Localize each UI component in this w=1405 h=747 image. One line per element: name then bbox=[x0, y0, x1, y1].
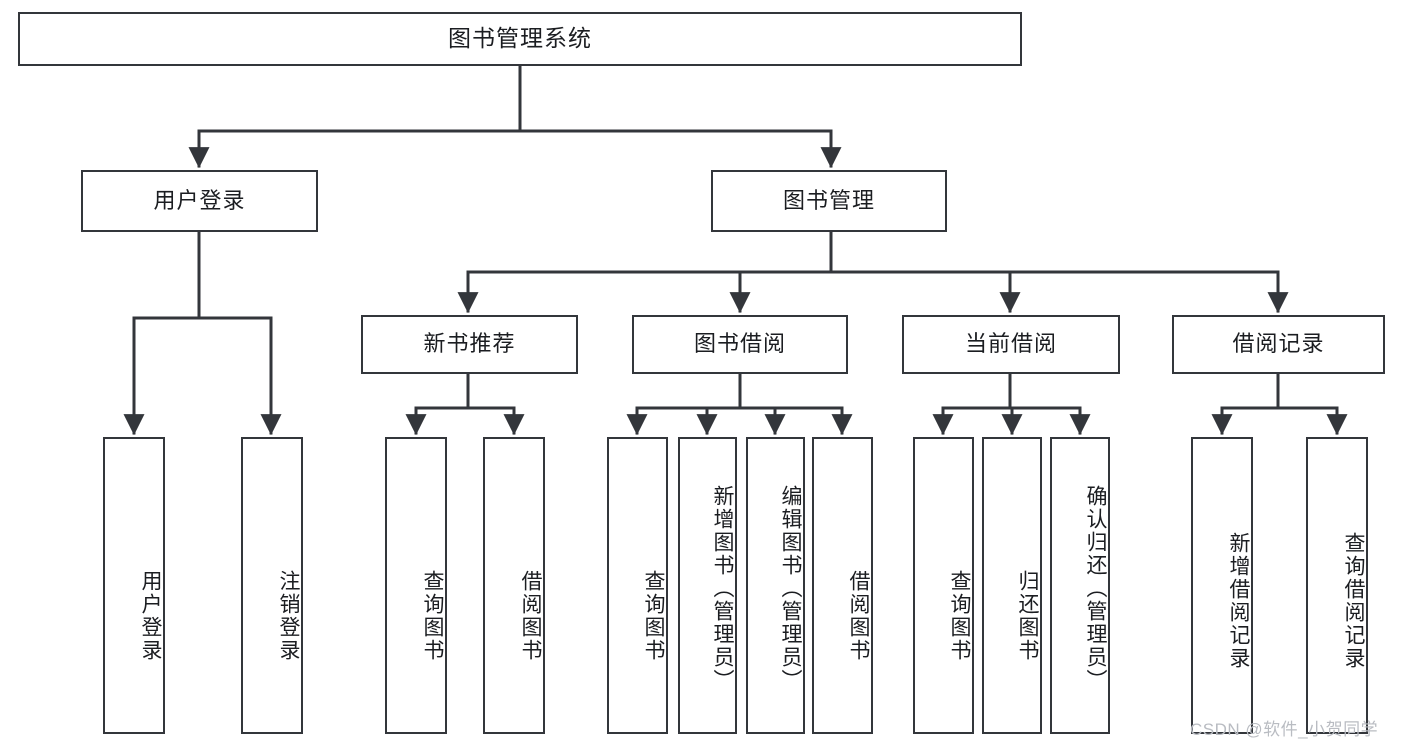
node-leaf-query-book-1[interactable]: 查询图书 bbox=[385, 437, 447, 734]
node-leaf-add-record[interactable]: 新增借阅记录 bbox=[1191, 437, 1253, 734]
node-leaf-user-login[interactable]: 用户登录 bbox=[103, 437, 165, 734]
node-leaf-add-book[interactable]: 新增图书（管理员） bbox=[678, 437, 737, 734]
node-leaf-return-book[interactable]: 归还图书 bbox=[982, 437, 1042, 734]
node-user-login[interactable]: 用户登录 bbox=[81, 170, 318, 232]
node-new-book-recommend[interactable]: 新书推荐 bbox=[361, 315, 578, 374]
node-borrow-record[interactable]: 借阅记录 bbox=[1172, 315, 1385, 374]
node-book-manage[interactable]: 图书管理 bbox=[711, 170, 947, 232]
node-leaf-borrow-book-1[interactable]: 借阅图书 bbox=[483, 437, 545, 734]
node-leaf-query-record[interactable]: 查询借阅记录 bbox=[1306, 437, 1368, 734]
node-root[interactable]: 图书管理系统 bbox=[18, 12, 1022, 66]
node-book-borrow[interactable]: 图书借阅 bbox=[632, 315, 848, 374]
csdn-watermark: CSDN @软件_小贺同学 bbox=[1190, 720, 1379, 739]
node-leaf-borrow-book-2[interactable]: 借阅图书 bbox=[812, 437, 873, 734]
node-leaf-edit-book[interactable]: 编辑图书（管理员） bbox=[746, 437, 805, 734]
node-leaf-confirm-return[interactable]: 确认归还（管理员） bbox=[1050, 437, 1110, 734]
node-leaf-logout-login[interactable]: 注销登录 bbox=[241, 437, 303, 734]
node-leaf-query-book-2[interactable]: 查询图书 bbox=[607, 437, 668, 734]
node-current-borrow[interactable]: 当前借阅 bbox=[902, 315, 1120, 374]
node-leaf-query-book-3[interactable]: 查询图书 bbox=[913, 437, 974, 734]
